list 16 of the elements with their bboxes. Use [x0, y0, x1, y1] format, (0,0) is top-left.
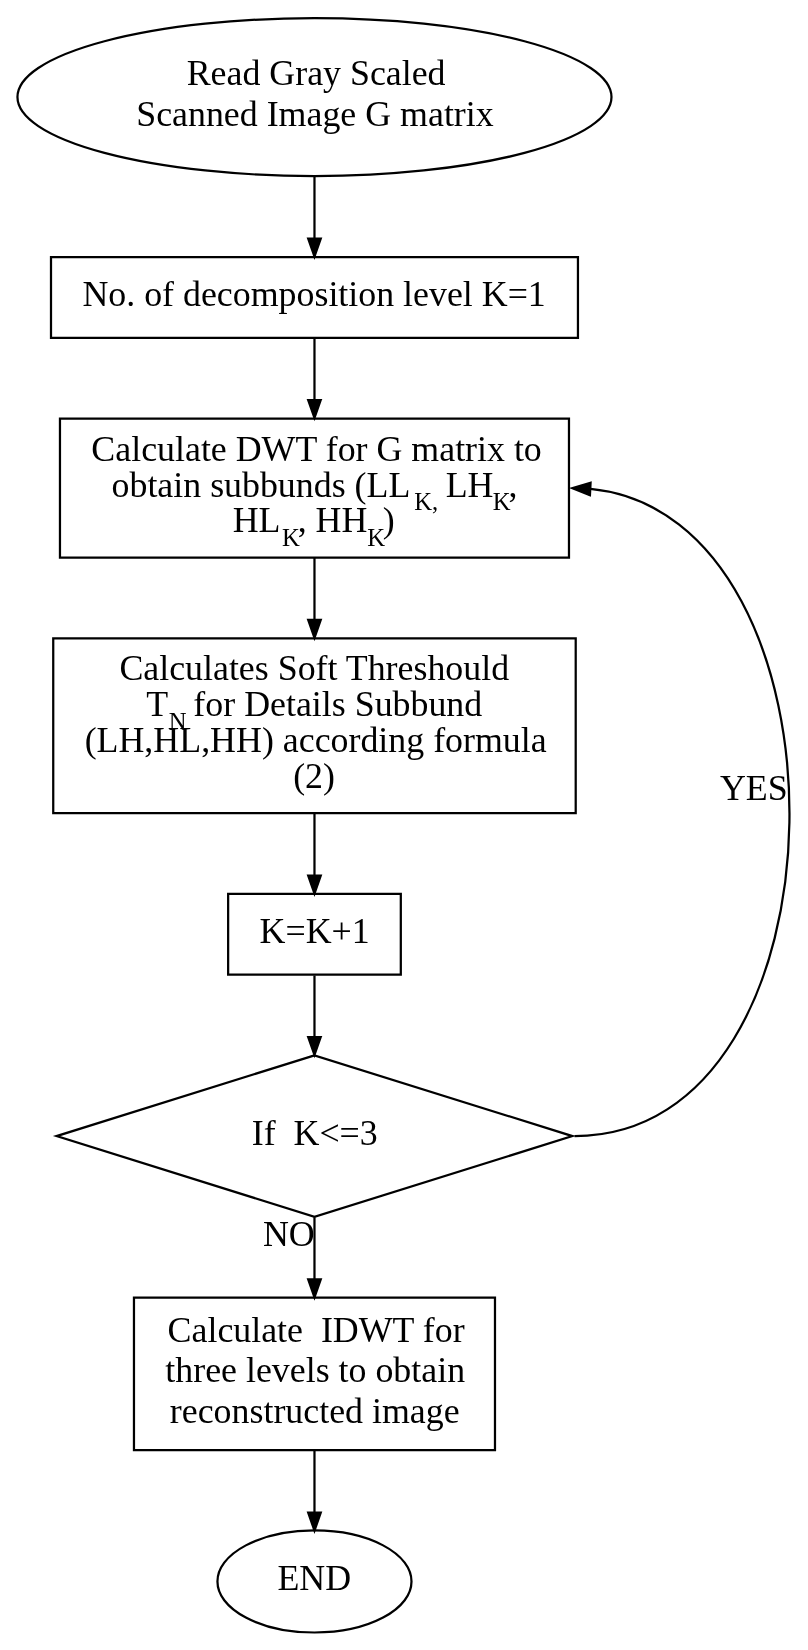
arrow	[306, 557, 323, 642]
node-box: No. of decomposition level K=1	[49, 255, 580, 339]
node-box: K=K+1	[227, 892, 402, 976]
node-ellipse: Read Gray Scaled Scanned Image G matrix	[16, 17, 613, 178]
node-box: Calculate DWT for G matrix to obtain subbunds (LL$_{K,}$ LH$_{K}$, HL$_{K}$, HH$_{K}$)	[58, 417, 571, 559]
arrow	[306, 813, 323, 898]
node-ellipse: END	[216, 1529, 413, 1634]
node-diamond: If K<=3	[52, 1054, 577, 1218]
arrow	[306, 1450, 323, 1535]
arrow	[306, 1217, 323, 1301]
edge-label: YES	[719, 767, 788, 808]
arrow	[306, 338, 323, 422]
node-box: Calculate IDWT for three levels to obtain reconstructed image	[132, 1296, 497, 1452]
arrow	[568, 481, 791, 1138]
arrow	[306, 176, 323, 260]
arrow	[306, 975, 323, 1059]
